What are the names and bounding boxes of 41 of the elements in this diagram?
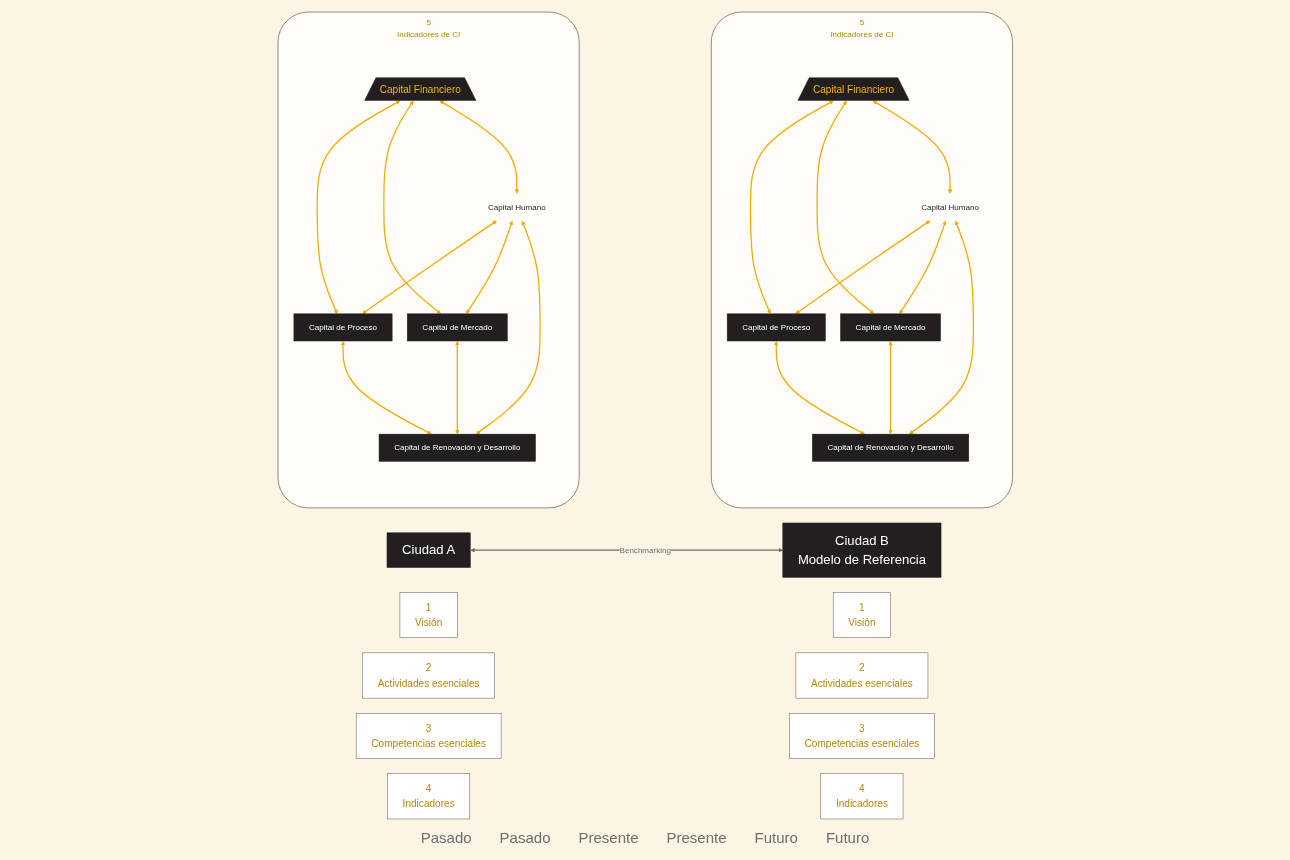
node-box: 2 Actividades esenciales [362,652,495,699]
node-text: Capital Humano [920,202,979,212]
node-box: Capital de Proceso [293,313,393,342]
arrow [773,341,865,435]
arrow [816,100,874,314]
edge-label: Benchmarking [619,545,671,555]
node-box: 1 Visión [399,592,458,638]
node-box: Ciudad B Modelo de Referencia [782,522,941,578]
arrow [439,100,519,194]
node-box: Capital de Mercado [840,313,941,342]
arrow [340,341,432,435]
node-box: 1 Visión [832,592,891,638]
time-label: Presente [666,829,727,846]
node-box: 3 Competencias esenciales [788,713,935,759]
time-label: Pasado [499,829,551,846]
arrow [361,220,497,314]
node-box: Capital de Mercado [406,313,508,342]
arrow [888,341,893,435]
arrow [454,341,460,435]
arrow [475,220,541,435]
time-label: Futuro [825,829,870,846]
node-box: Ciudad A [386,532,471,568]
node-box: 3 Competencias esenciales [355,713,502,759]
arrow [465,220,513,314]
arrow [899,220,947,314]
arrow [908,220,974,435]
node-text: Capital Humano [487,202,546,212]
node-box: Capital de Proceso [726,313,826,342]
time-label: Pasado [420,829,472,846]
node-box: Capital de Renovación y Desarrollo [378,433,536,462]
arrow [382,100,441,314]
node-box: 4 Indicadores [387,773,470,820]
time-label: Presente [578,829,639,846]
arrow [872,100,953,194]
node-box: 4 Indicadores [820,773,903,820]
arrow [749,100,834,314]
node-box: Capital de Renovación y Desarrollo [811,433,969,462]
node-box: 2 Actividades esenciales [795,652,928,699]
time-label: Futuro [754,829,798,846]
arrow [795,220,930,314]
arrow [316,100,401,314]
